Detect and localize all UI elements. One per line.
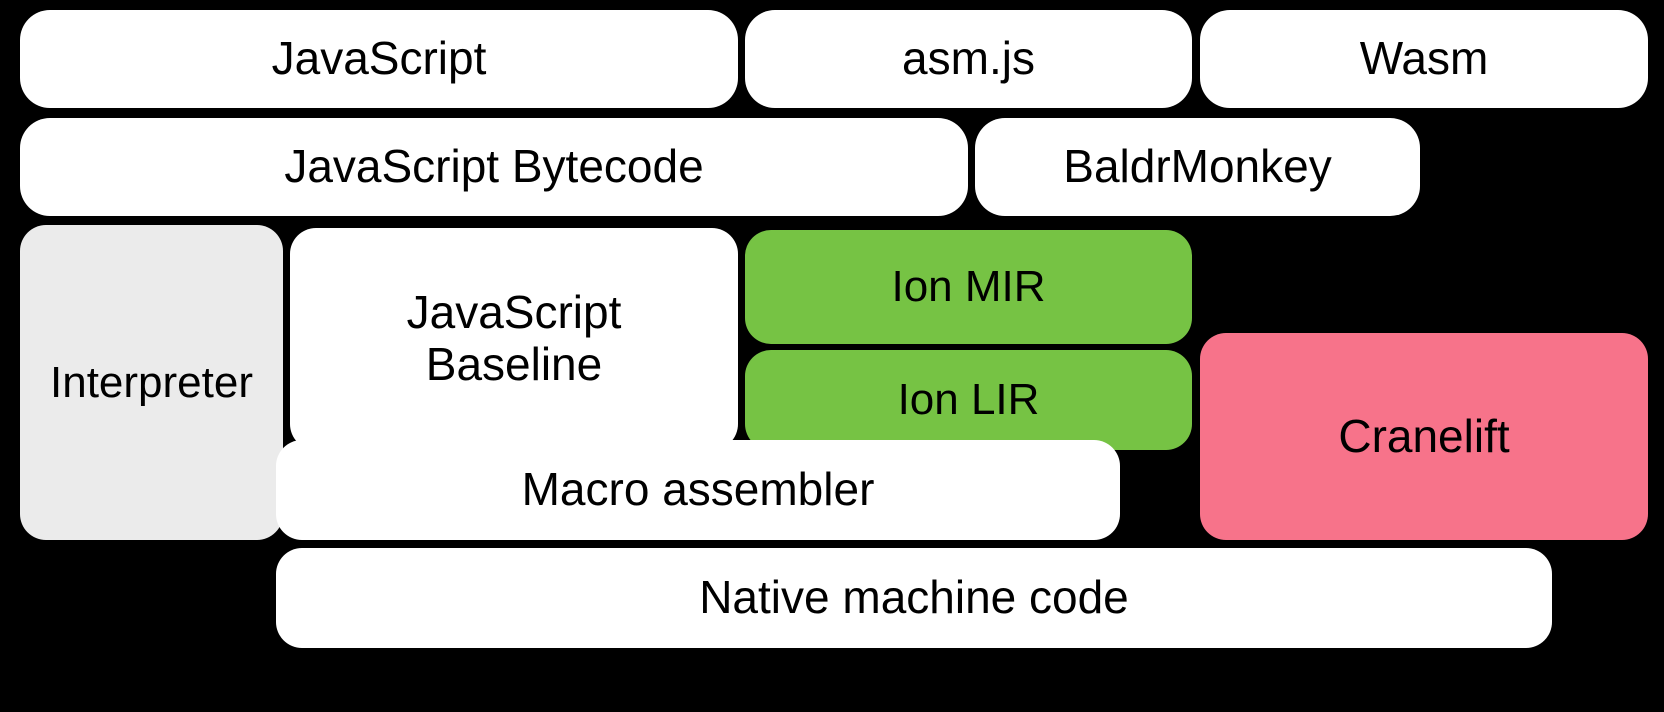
node-native-machine-code: Native machine code <box>276 548 1552 648</box>
node-interpreter: Interpreter <box>20 225 283 540</box>
node-javascript: JavaScript <box>20 10 738 108</box>
node-macro-assembler: Macro assembler <box>276 440 1120 540</box>
node-wasm: Wasm <box>1200 10 1648 108</box>
node-cranelift: Cranelift <box>1200 333 1648 540</box>
node-javascript-baseline: JavaScript Baseline <box>290 228 738 450</box>
node-ion-lir: Ion LIR <box>745 350 1192 450</box>
node-javascript-bytecode: JavaScript Bytecode <box>20 118 968 216</box>
node-asmjs: asm.js <box>745 10 1192 108</box>
node-ion-mir: Ion MIR <box>745 230 1192 344</box>
node-baldrmonkey: BaldrMonkey <box>975 118 1420 216</box>
